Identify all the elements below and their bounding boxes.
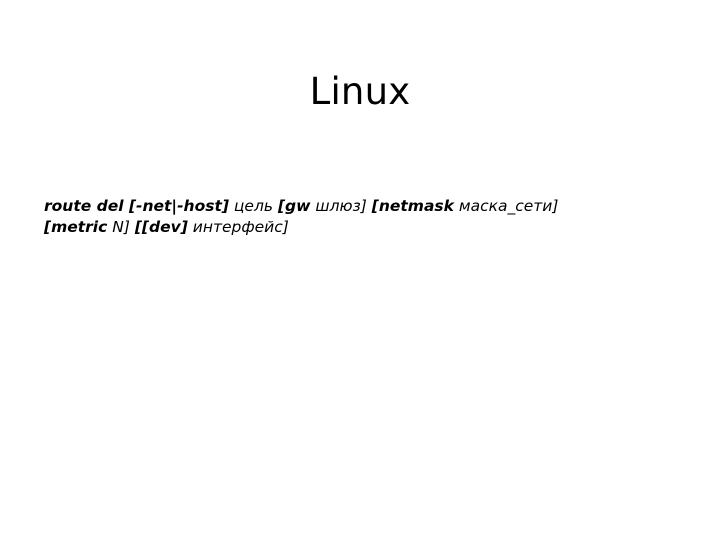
syntax-token-gw: [gw bbox=[277, 197, 311, 215]
command-syntax-line-2: [metric N] [[dev] интерфейс] bbox=[44, 217, 664, 238]
syntax-token-interface: интерфейс] bbox=[192, 218, 289, 236]
syntax-token-dev: [[dev] bbox=[134, 218, 188, 236]
syntax-token-netmask-value: маска_сети] bbox=[458, 197, 559, 215]
syntax-token-netmask: [netmask bbox=[371, 197, 454, 215]
syntax-token-route-del-net-host: route del [-net|-host] bbox=[44, 197, 229, 215]
command-syntax-line-1: route del [-net|-host] цель [gw шлюз] [n… bbox=[44, 196, 664, 217]
syntax-token-metric-value: N] bbox=[112, 218, 130, 236]
syntax-token-metric: [metric bbox=[44, 218, 108, 236]
page-title: Linux bbox=[309, 69, 411, 113]
command-syntax-block: route del [-net|-host] цель [gw шлюз] [n… bbox=[44, 196, 664, 238]
syntax-token-target: цель bbox=[233, 197, 274, 215]
syntax-token-gateway: шлюз] bbox=[315, 197, 367, 215]
